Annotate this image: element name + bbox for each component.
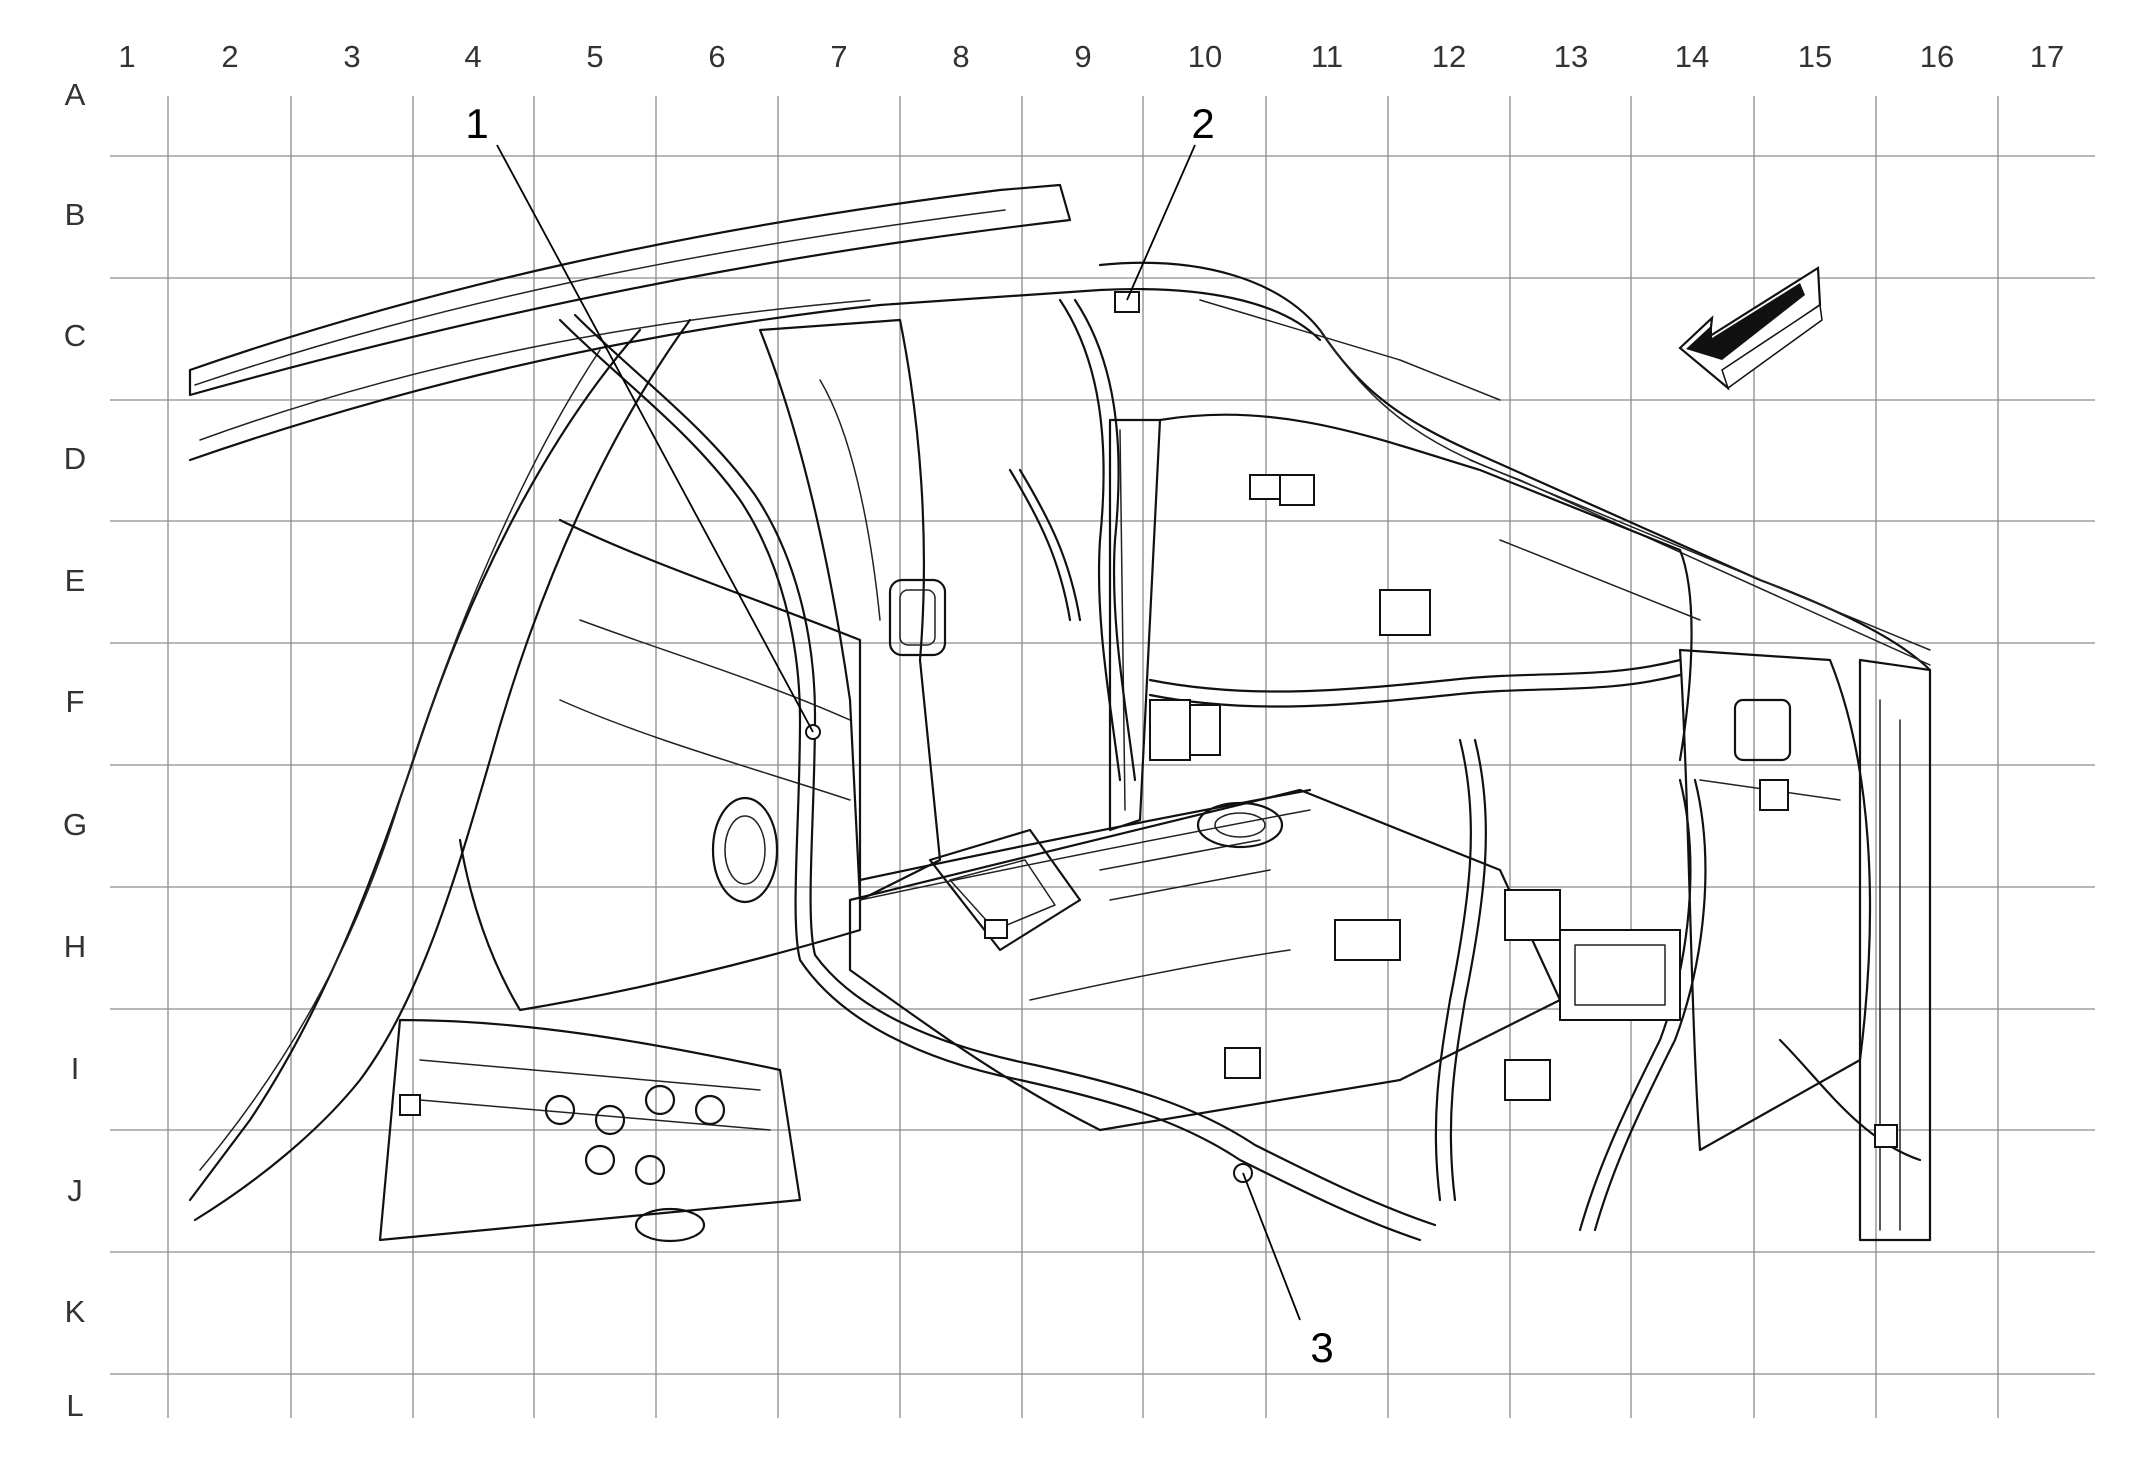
column-label: 2 [221,39,238,74]
row-label: H [64,929,86,964]
column-label: 1 [118,39,135,74]
column-label: 9 [1074,39,1091,74]
column-label: 13 [1554,39,1588,74]
column-label: 7 [830,39,847,74]
row-label: D [64,441,86,476]
row-label: C [64,318,86,353]
row-label: B [65,197,86,232]
row-label: E [65,563,86,598]
row-label: G [63,807,87,842]
column-label: 16 [1920,39,1954,74]
row-label: K [65,1294,86,1329]
row-label: L [66,1388,83,1423]
row-labels: A B C D E F G H I J K L [63,77,87,1423]
column-label: 15 [1798,39,1832,74]
callout-3: 3 [1310,1324,1333,1371]
body-structure-illustration [188,183,1932,1243]
column-label: 12 [1432,39,1466,74]
column-label: 6 [708,39,725,74]
column-label: 5 [586,39,603,74]
row-label: A [65,77,86,112]
column-label: 17 [2030,39,2064,74]
leader-3 [1242,1172,1301,1321]
column-label: 8 [952,39,969,74]
callout-leaders [496,144,1301,1321]
leader-2 [1126,144,1196,301]
column-label: 3 [343,39,360,74]
row-label: F [66,684,85,719]
column-label: 10 [1188,39,1222,74]
forward-direction-arrow-icon [1678,266,1823,391]
column-label: 14 [1675,39,1709,74]
leader-1 [496,144,814,733]
column-label: 11 [1311,39,1343,74]
callout-2: 2 [1191,100,1214,147]
column-label: 4 [464,39,481,74]
callout-1: 1 [465,100,488,147]
row-label: I [71,1051,80,1086]
row-label: J [67,1173,83,1208]
